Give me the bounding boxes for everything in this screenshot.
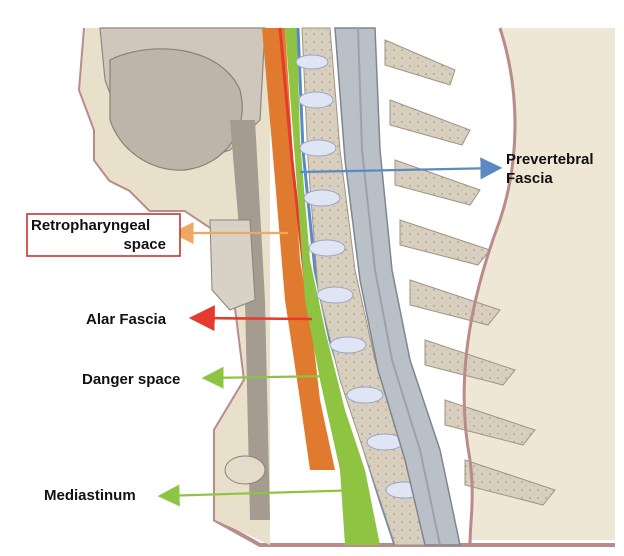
prevertebral-fascia-label-line2: Fascia [506,170,553,187]
retropharyngeal-space-label-line1: Retropharyngeal [31,217,150,234]
prevertebral-fascia-label-line1: Prevertebral [506,151,594,168]
alar-fascia-label: Alar Fascia [86,311,167,328]
thyroid [225,456,265,484]
danger-space-label: Danger space [82,371,180,388]
alar-fascia-arrow [194,318,312,319]
retropharyngeal-space-label-line2: space [123,236,166,253]
mediastinum-label: Mediastinum [44,487,136,504]
